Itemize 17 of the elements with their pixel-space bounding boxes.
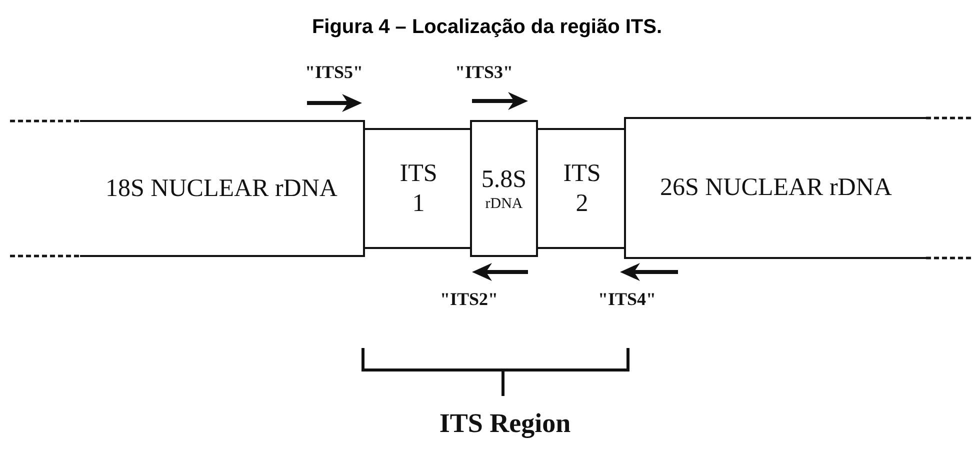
primer-label: "ITS2" [440, 289, 498, 310]
primer-label: "ITS4" [598, 289, 656, 310]
figure-title: Figura 4 – Localização da região ITS. [310, 16, 664, 39]
region-label: ITS Region [438, 408, 572, 439]
gene-segment-box [365, 128, 472, 249]
segment-label: 5.8S [481, 164, 527, 194]
segment-label: 18S NUCLEAR rDNA [106, 174, 338, 204]
segment-label: rDNA [485, 194, 523, 212]
primer-label: "ITS3" [455, 62, 514, 83]
segment-label: ITS 1 [398, 158, 438, 218]
gene-segment-box [538, 128, 626, 249]
gene-segment-box [624, 117, 926, 259]
segment-label: ITS 2 [562, 158, 602, 218]
gene-segment-box [80, 120, 365, 257]
segment-label: 26S NUCLEAR rDNA [660, 173, 892, 203]
gene-segment-box [470, 120, 538, 257]
primer-label: "ITS5" [305, 62, 364, 83]
